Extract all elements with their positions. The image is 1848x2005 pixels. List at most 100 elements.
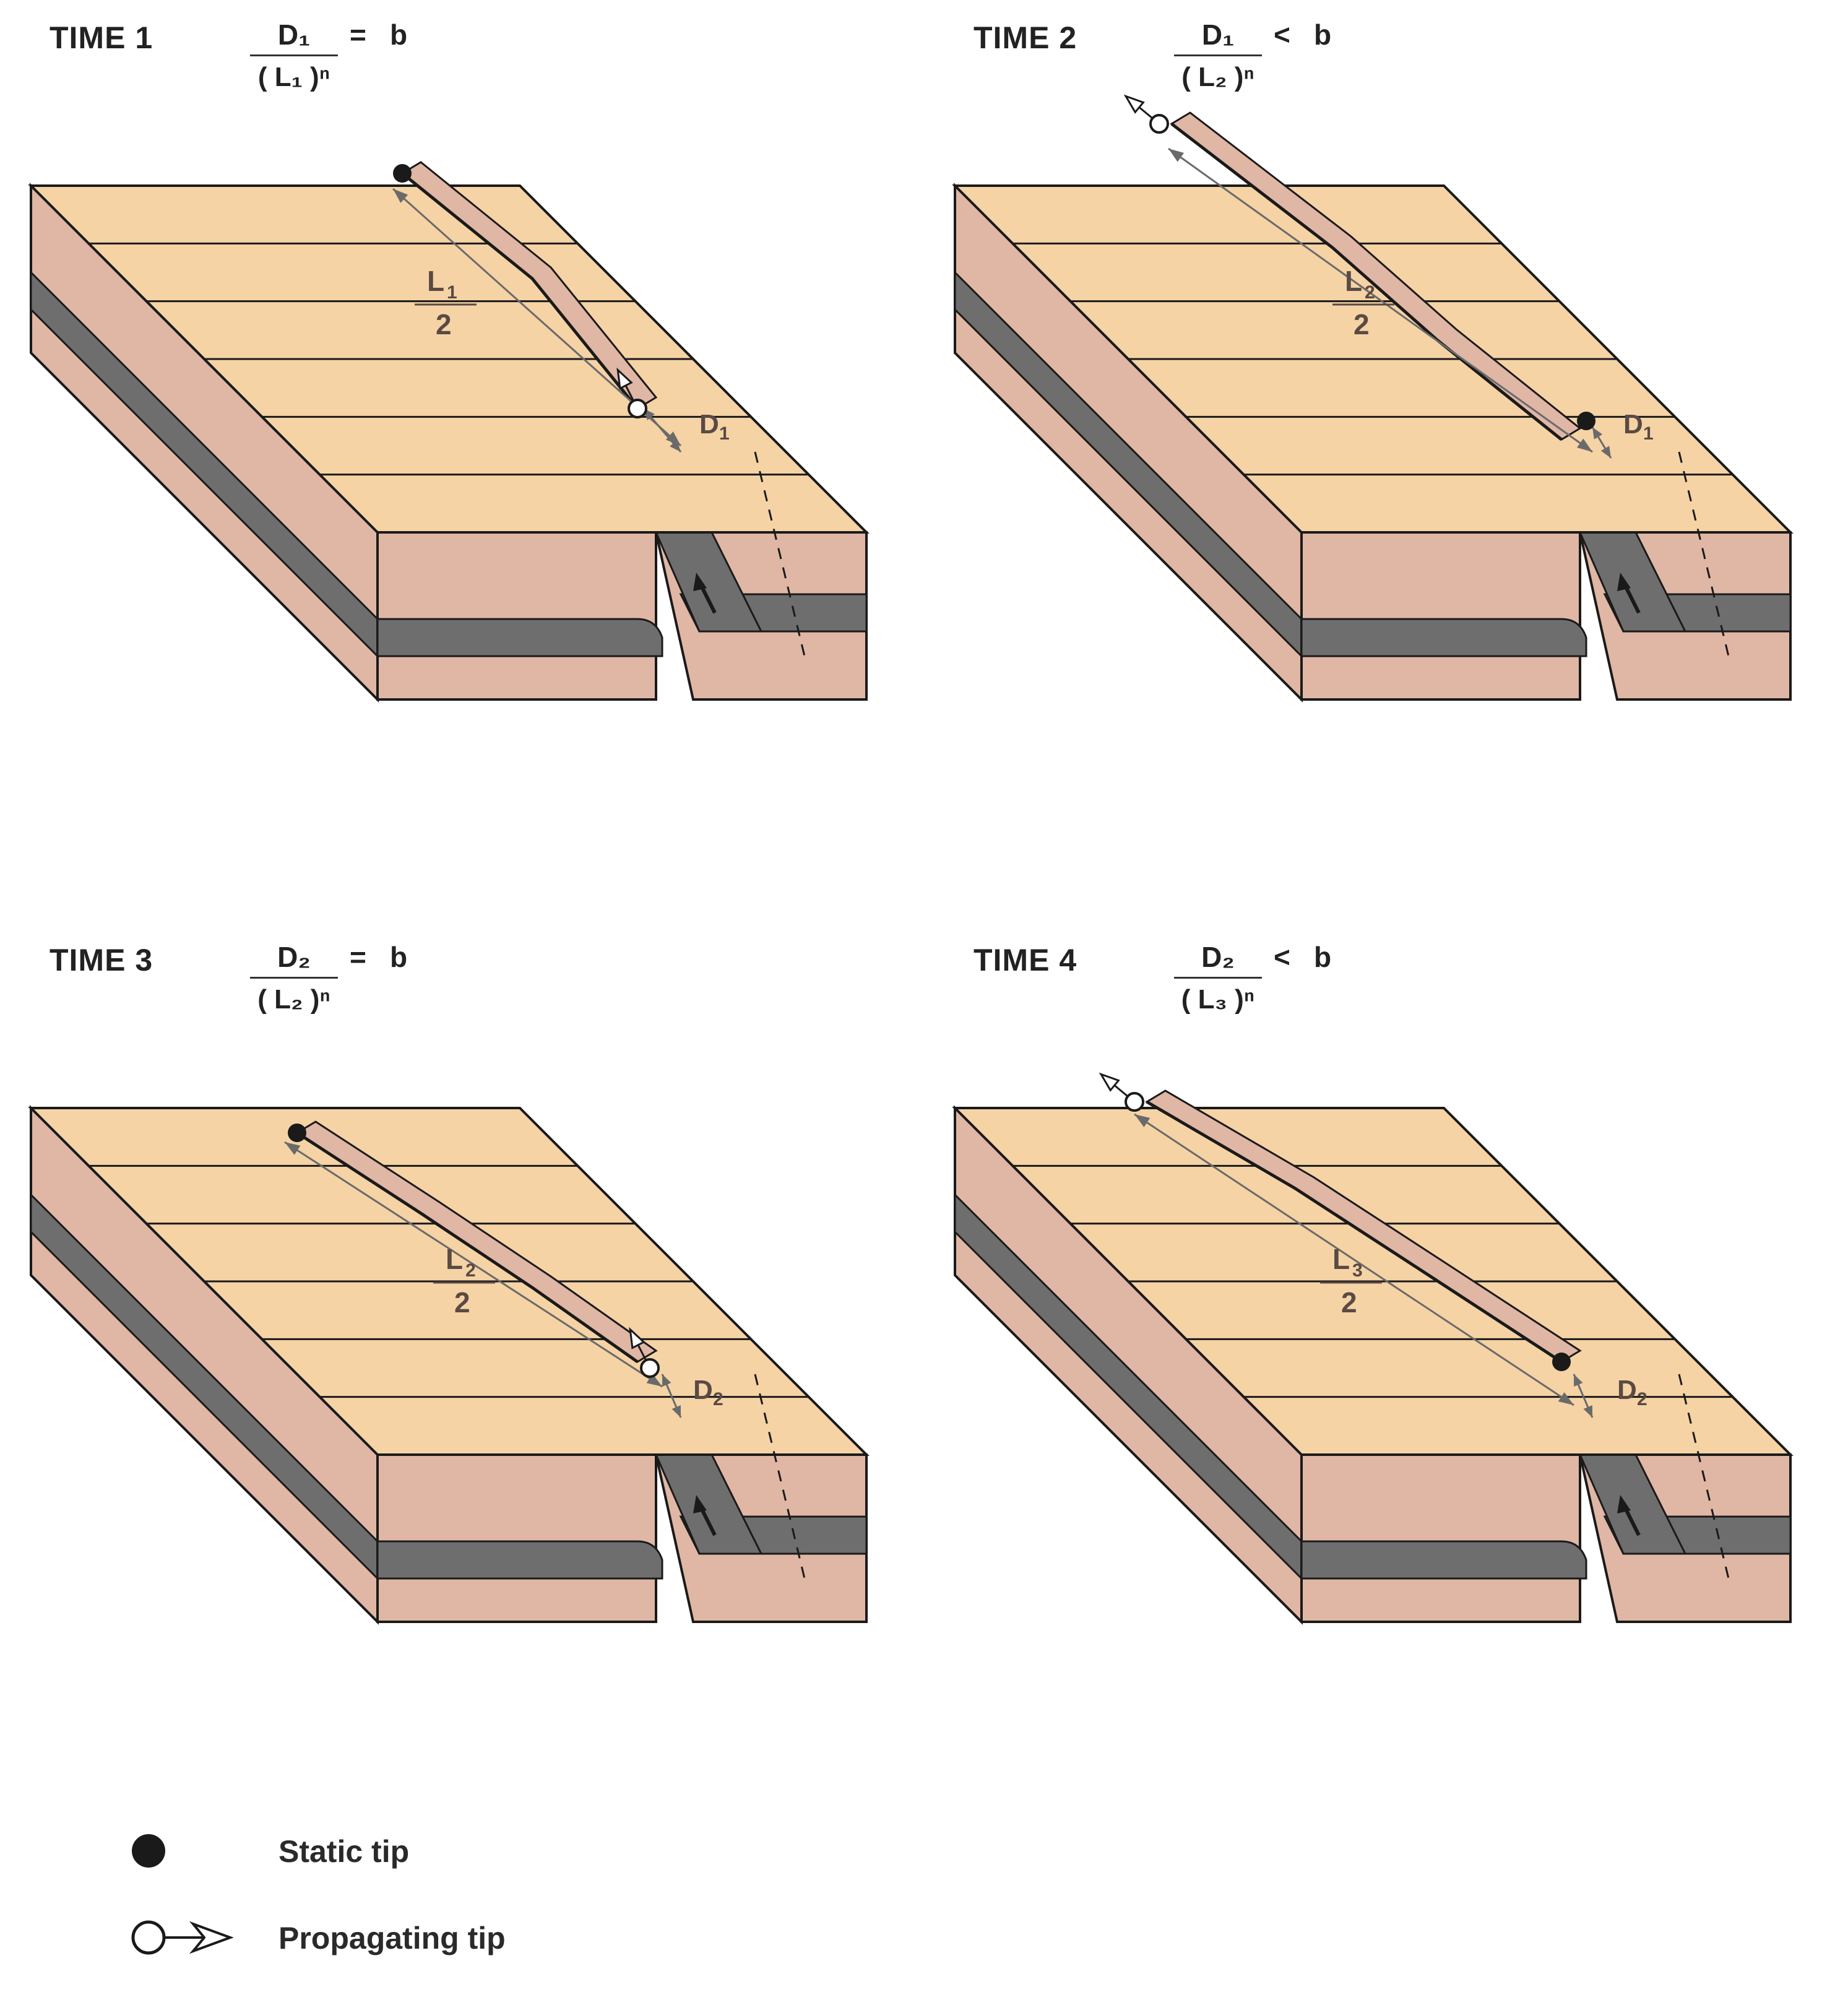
formula-denominator: ( L₂ )ⁿ — [1181, 62, 1254, 92]
half-length-label: L — [446, 1243, 463, 1275]
half-length-denominator: 2 — [1354, 308, 1370, 340]
front-face — [1300, 1453, 1581, 1623]
formula-numerator: D₂ — [1201, 941, 1235, 973]
arrowhead — [1592, 427, 1603, 440]
half-length-subscript: 3 — [1352, 1260, 1363, 1281]
panel-header: TIME 1 D₁ ( L₁ )ⁿ = b — [50, 16, 854, 115]
dark-layer-front — [1300, 1540, 1587, 1580]
time-label: TIME 4 — [974, 943, 1077, 977]
propagation-arrowhead — [629, 1327, 646, 1349]
formula-fraction: D₁ ( L₂ )ⁿ — [1172, 16, 1264, 96]
formula-fraction: D₂ ( L₂ )ⁿ — [248, 938, 340, 1018]
propagating-tip-icon — [640, 1358, 660, 1378]
legend: Static tip Propagating tip — [124, 1826, 681, 1987]
slip-arrowhead — [693, 1495, 707, 1513]
legend-label-static-tip: Static tip — [278, 1834, 410, 1869]
fraction-bar — [1174, 977, 1262, 979]
slip-arrowhead — [693, 573, 707, 591]
arrowhead — [662, 1374, 671, 1387]
formula-rhs: b — [1314, 941, 1332, 973]
dark-layer-front — [376, 618, 663, 657]
static-tip-icon — [393, 164, 412, 183]
static-tip-icon — [1577, 412, 1595, 430]
time-label: TIME 2 — [974, 20, 1077, 55]
fraction-bar — [1174, 54, 1262, 56]
scaling-formula: D₁ ( L₂ )ⁿ < b — [1172, 16, 1382, 109]
displacement-label: D — [699, 409, 719, 440]
arrowhead — [1168, 149, 1185, 162]
open-circle-arrow-icon — [131, 1920, 234, 1955]
panel-header: TIME 2 D₁ ( L₂ )ⁿ < b — [974, 16, 1778, 115]
arrowhead — [1134, 1114, 1151, 1127]
half-length-label: L — [427, 265, 444, 297]
dashed-hidden-edge — [754, 1374, 806, 1579]
formula-denominator: ( L₂ )ⁿ — [257, 984, 330, 1015]
filled-circle-icon — [132, 1834, 165, 1868]
formula-operator: = — [350, 941, 366, 973]
propagation-arrowhead — [1099, 1072, 1120, 1092]
half-length-subscript: 1 — [447, 282, 457, 303]
arrowhead — [1600, 446, 1611, 458]
time-label: TIME 3 — [50, 943, 153, 977]
slip-arrowhead — [1617, 573, 1631, 591]
dark-layer-front — [1300, 618, 1587, 657]
formula-fraction: D₂ ( L₃ )ⁿ — [1172, 938, 1264, 1018]
scaling-formula: D₂ ( L₂ )ⁿ = b — [248, 938, 458, 1031]
fault-trace — [1146, 1100, 1563, 1364]
formula-fraction: D₁ ( L₁ )ⁿ — [248, 16, 340, 96]
legend-row-propagating-tip: Propagating tip — [124, 1913, 681, 1962]
dark-layer-front — [376, 1540, 663, 1580]
half-length-label: L — [1345, 265, 1362, 297]
arrowhead — [670, 440, 681, 452]
propagating-tip-icon — [628, 399, 647, 418]
arrowhead — [393, 189, 408, 203]
panel-header: TIME 3 D₂ ( L₂ )ⁿ = b — [50, 938, 854, 1037]
dashed-hidden-edge — [1678, 451, 1730, 657]
half-length-denominator: 2 — [454, 1286, 470, 1319]
fault-trace — [401, 172, 639, 410]
fault-trace — [296, 1131, 639, 1364]
arrowhead — [1583, 1405, 1592, 1418]
formula-numerator: D₁ — [277, 19, 311, 51]
formula-operator: < — [1274, 19, 1290, 51]
front-face — [376, 531, 657, 701]
half-length-denominator: 2 — [1341, 1286, 1357, 1319]
front-face — [376, 1453, 657, 1623]
slip-arrowhead — [1617, 1495, 1631, 1513]
half-length-arrow — [284, 1141, 663, 1388]
half-length-subscript: 2 — [465, 1260, 476, 1281]
displacement-label: D — [1623, 409, 1643, 440]
propagation-arrowhead — [616, 367, 633, 390]
half-length-arrow — [1168, 147, 1593, 453]
displacement-label: D — [693, 1375, 713, 1405]
arrowhead — [1574, 1374, 1583, 1387]
dashed-hidden-edge — [754, 451, 806, 657]
dashed-hidden-edge — [1678, 1374, 1730, 1579]
arrowhead — [285, 1142, 301, 1155]
half-length-arrow — [1134, 1113, 1574, 1406]
legend-label-propagating-tip: Propagating tip — [278, 1921, 506, 1955]
formula-operator: = — [350, 19, 366, 51]
half-length-denominator: 2 — [436, 308, 452, 340]
propagation-arrowhead — [1123, 94, 1145, 114]
scaling-formula: D₂ ( L₃ )ⁿ < b — [1172, 938, 1382, 1031]
panel-header: TIME 4 D₂ ( L₃ )ⁿ < b — [974, 938, 1778, 1037]
half-length-label: L — [1332, 1243, 1350, 1275]
legend-row-static-tip: Static tip — [124, 1826, 681, 1876]
time-label: TIME 1 — [50, 20, 153, 55]
fraction-bar — [250, 977, 338, 979]
static-tip-icon — [288, 1124, 306, 1142]
front-face — [1300, 531, 1581, 701]
fraction-bar — [250, 54, 338, 56]
propagating-tip-icon — [1149, 114, 1169, 134]
displacement-subscript: 1 — [1643, 423, 1654, 444]
formula-rhs: b — [1314, 19, 1332, 51]
formula-numerator: D₁ — [1201, 19, 1235, 51]
